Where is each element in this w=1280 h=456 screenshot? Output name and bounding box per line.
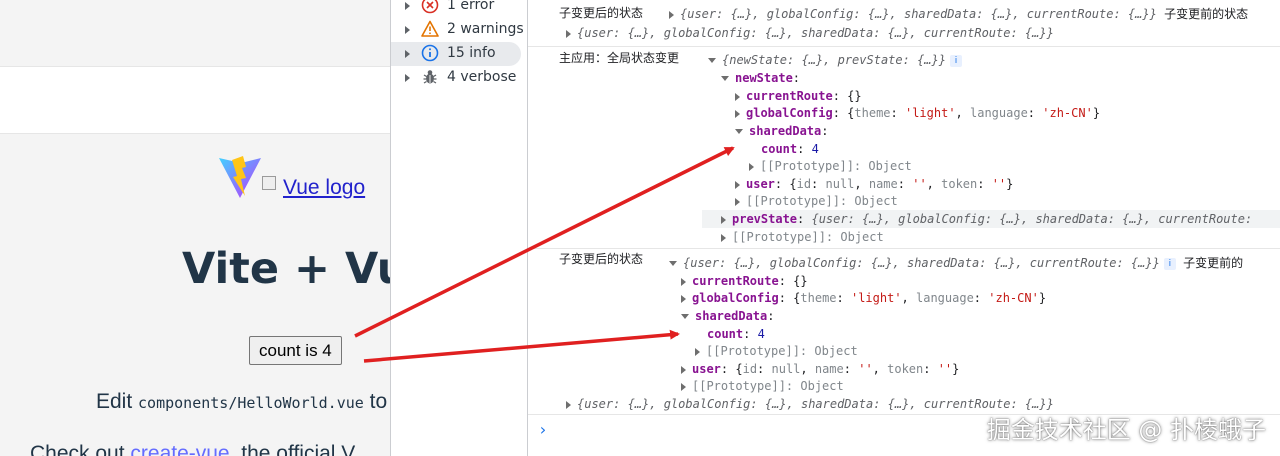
bug-icon — [423, 70, 437, 84]
console-sidebar: 1 error 2 warnings 15 info 4 verbose — [390, 0, 528, 456]
info-badge-icon: i — [949, 54, 962, 67]
edit-instruction: Edit components/HelloWorld.vue to — [96, 390, 387, 414]
edit-prefix: Edit — [96, 390, 139, 413]
info-badge-icon: i — [1163, 257, 1176, 270]
info-icon — [421, 44, 439, 62]
expand-arrow-icon[interactable] — [405, 74, 410, 82]
console-row-divider — [528, 414, 1280, 415]
app-header-band — [0, 66, 390, 134]
sidebar-item-label: 15 info — [447, 45, 496, 61]
tree-node-count: count: 4 — [761, 142, 819, 156]
check-prefix: Check out — [30, 442, 131, 456]
tree-node-globalconfig[interactable]: globalConfig: {theme: 'light', language:… — [735, 105, 1100, 121]
console-message-label: 子变更后的状态 — [559, 6, 644, 20]
warning-icon — [421, 20, 439, 37]
edit-code-path: components/HelloWorld.vue — [138, 394, 364, 412]
sidebar-item-warnings[interactable]: 2 warnings — [391, 18, 527, 42]
tree-node-prevstate[interactable]: prevState: {user: {…}, globalConfig: {…}… — [702, 210, 1280, 228]
tree-node-shareddata[interactable]: sharedData: — [681, 308, 774, 324]
console-object-preview[interactable]: {user: {…}, globalConfig: {…}, sharedDat… — [566, 396, 1054, 412]
console-object-preview[interactable]: {user: {…}, globalConfig: {…}, sharedDat… — [669, 255, 1243, 271]
check-out-line: Check out create-vue, the official V — [30, 442, 355, 456]
broken-image-icon — [262, 176, 276, 190]
tree-node-prototype[interactable]: [[Prototype]]: Object — [681, 378, 844, 394]
expand-arrow-icon[interactable] — [405, 26, 410, 34]
tree-node-currentroute[interactable]: currentRoute: {} — [681, 273, 808, 289]
error-icon — [421, 0, 439, 14]
console-panel: 子变更后的状态 {user: {…}, globalConfig: {…}, s… — [528, 0, 1280, 456]
app-page: Vue logo Vite + Vu count is 4 Edit compo… — [0, 0, 390, 456]
sidebar-item-info[interactable]: 15 info — [391, 42, 521, 66]
console-message-label: 子变更后的状态 — [559, 252, 644, 266]
sidebar-item-label: 2 warnings — [447, 21, 524, 37]
console-object-preview[interactable]: {user: {…}, globalConfig: {…}, sharedDat… — [566, 25, 1054, 41]
tree-node-shareddata[interactable]: sharedData: — [735, 123, 828, 139]
expand-arrow-icon[interactable] — [405, 2, 410, 10]
tree-node-user[interactable]: user: {id: null, name: '', token: ''} — [735, 176, 1013, 192]
expand-arrow-icon[interactable] — [405, 50, 410, 58]
page-title: Vite + Vu — [182, 244, 390, 294]
tree-node-newstate[interactable]: newState: — [721, 70, 800, 86]
console-object-preview[interactable]: {newState: {…}, prevState: {…}}i — [708, 52, 962, 68]
tree-node-prototype[interactable]: [[Prototype]]: Object — [695, 343, 858, 359]
tree-node-prototype[interactable]: [[Prototype]]: Object — [721, 229, 884, 245]
vite-logo-icon — [219, 156, 261, 198]
console-message-label: 主应用：全局状态变更 — [559, 51, 680, 65]
vue-logo-link[interactable]: Vue logo — [283, 176, 366, 199]
sidebar-item-label: 4 verbose — [447, 69, 517, 85]
edit-suffix: to — [363, 390, 388, 413]
tree-node-globalconfig[interactable]: globalConfig: {theme: 'light', language:… — [681, 290, 1046, 306]
console-prompt-icon[interactable]: › — [538, 420, 548, 439]
create-vue-link[interactable]: create-vue — [130, 442, 230, 456]
console-object-preview[interactable]: {user: {…}, globalConfig: {…}, sharedDat… — [669, 6, 1248, 22]
sidebar-item-label: 1 error — [447, 0, 495, 13]
tree-node-prototype[interactable]: [[Prototype]]: Object — [735, 193, 898, 209]
check-suffix: , the official V — [229, 442, 356, 456]
console-row-divider — [528, 248, 1280, 249]
tree-node-user[interactable]: user: {id: null, name: '', token: ''} — [681, 361, 959, 377]
tree-node-currentroute[interactable]: currentRoute: {} — [735, 88, 862, 104]
sidebar-item-errors[interactable]: 1 error — [391, 0, 527, 18]
console-row-divider — [528, 46, 1280, 47]
sidebar-item-verbose[interactable]: 4 verbose — [391, 66, 527, 90]
tree-node-count: count: 4 — [707, 327, 765, 341]
tree-node-prototype[interactable]: [[Prototype]]: Object — [749, 158, 912, 174]
watermark: 掘金技术社区 @ 扑棱蛾子 — [986, 416, 1266, 444]
count-button[interactable]: count is 4 — [249, 336, 342, 365]
